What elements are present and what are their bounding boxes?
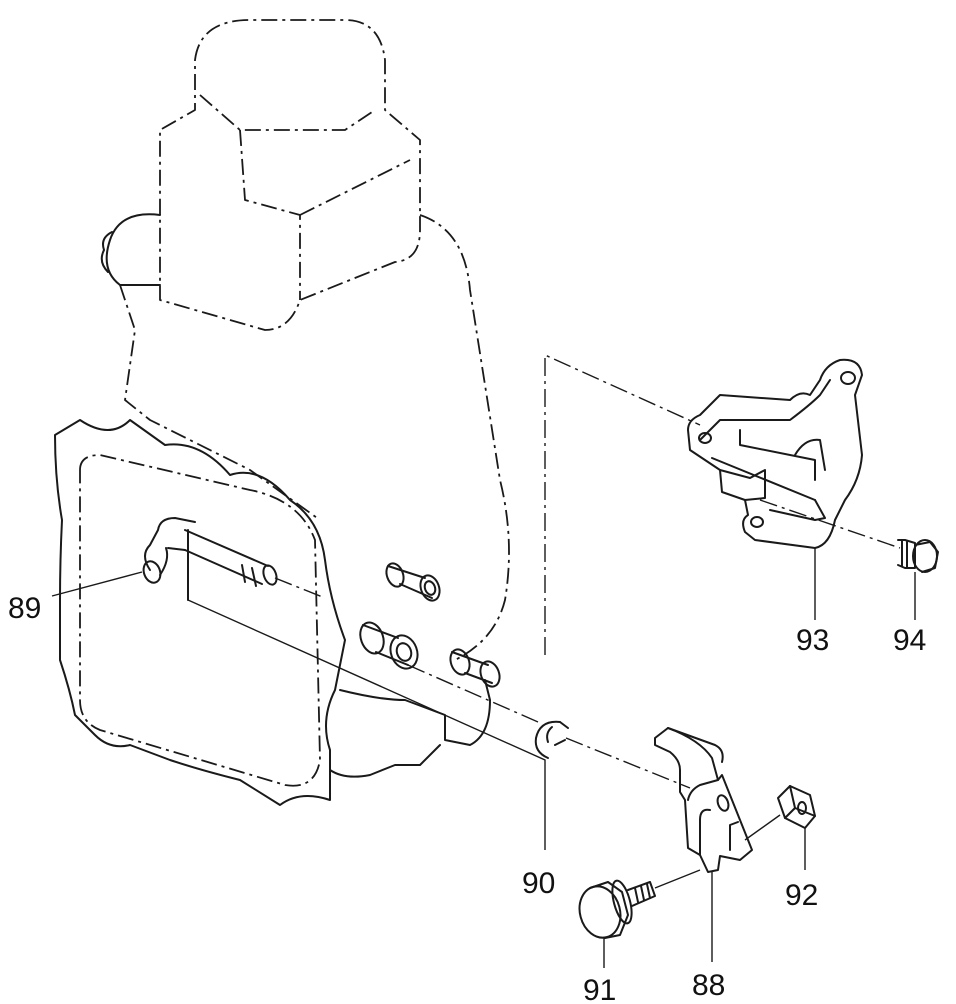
part-94-bolt (897, 539, 939, 573)
leader-90 (187, 599, 546, 850)
callout-93: 93 (796, 624, 829, 657)
part-90-e-clip (534, 720, 569, 759)
callout-90: 90 (522, 867, 555, 900)
part-92-nut (777, 785, 816, 829)
callout-89: 89 (8, 592, 41, 625)
part-93-bracket (687, 358, 863, 549)
part-89-shaft (142, 517, 278, 601)
axis-89 (274, 577, 326, 599)
dowel-pin-upper (385, 562, 441, 602)
callout-92: 92 (785, 879, 818, 912)
axis-91 (654, 869, 701, 889)
axis-90 (407, 664, 539, 723)
axis-92 (744, 814, 781, 841)
engine-housing-outline (54, 19, 510, 806)
part-88-lever (654, 727, 753, 873)
callout-88: 88 (692, 969, 725, 1002)
part-91-bolt (578, 879, 656, 939)
leader-89 (51, 571, 143, 597)
bushing (359, 621, 419, 670)
dowel-pin-lower (449, 648, 501, 688)
axis-93 (544, 353, 701, 655)
axis-93-bolt (759, 499, 901, 549)
bracket-slot-line (711, 457, 816, 501)
callout-94: 94 (893, 624, 926, 657)
callout-91: 91 (583, 974, 616, 1004)
axis-88 (565, 737, 691, 789)
